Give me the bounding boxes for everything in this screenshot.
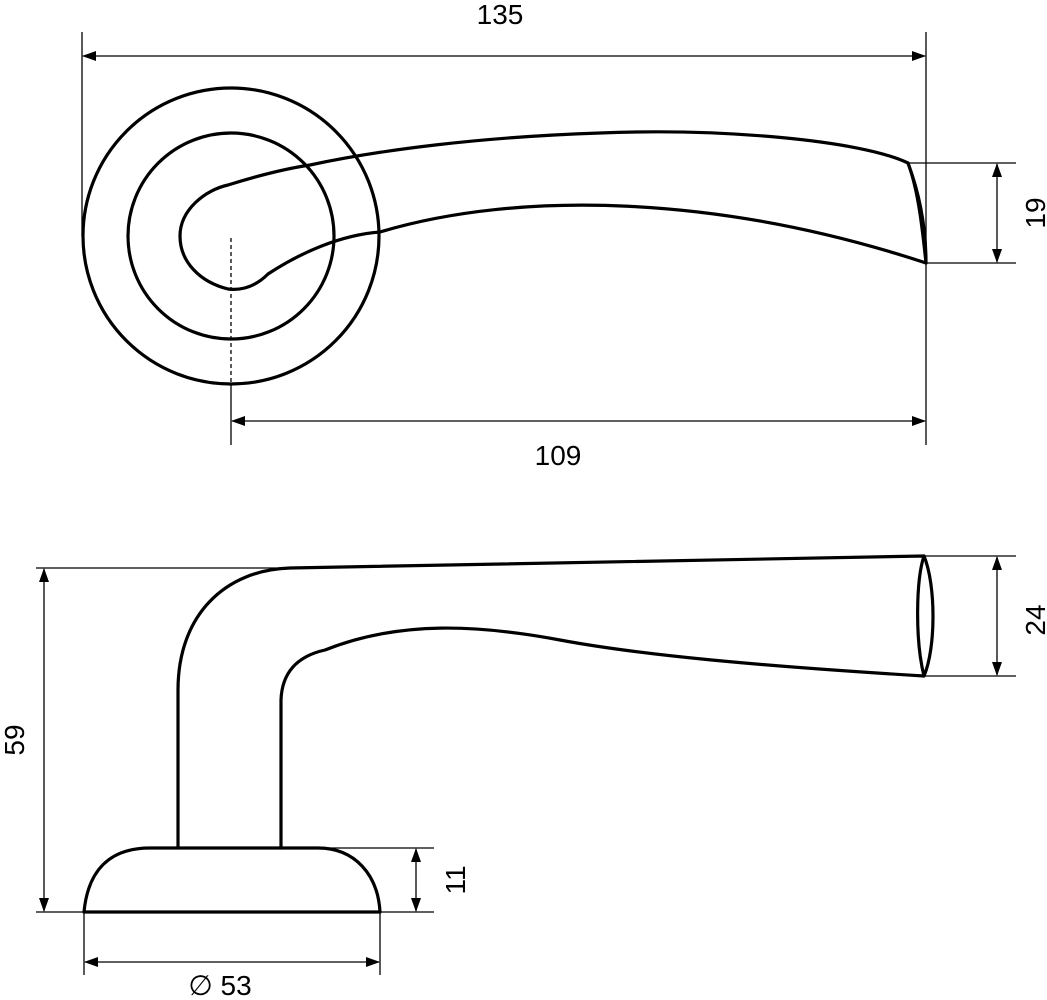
dim-label-24: 24 bbox=[1020, 604, 1047, 635]
dim-label-53: ∅ 53 bbox=[188, 970, 251, 1000]
dim-label-59: 59 bbox=[0, 724, 30, 755]
lever-side-outline bbox=[176, 554, 926, 850]
dim-label-11: 11 bbox=[440, 865, 471, 894]
lever-tip-facet bbox=[906, 161, 928, 265]
dim-label-19: 19 bbox=[1020, 197, 1047, 228]
dim-label-135: 135 bbox=[477, 0, 524, 30]
lever-top-outline bbox=[178, 130, 928, 291]
lever-tip-side bbox=[922, 554, 935, 678]
dim-label-109: 109 bbox=[535, 440, 582, 471]
side-view: 59 24 11 ∅ 53 bbox=[0, 554, 1047, 1000]
top-view: 135 109 19 bbox=[81, 0, 1047, 471]
rose-side-outline bbox=[82, 846, 382, 914]
